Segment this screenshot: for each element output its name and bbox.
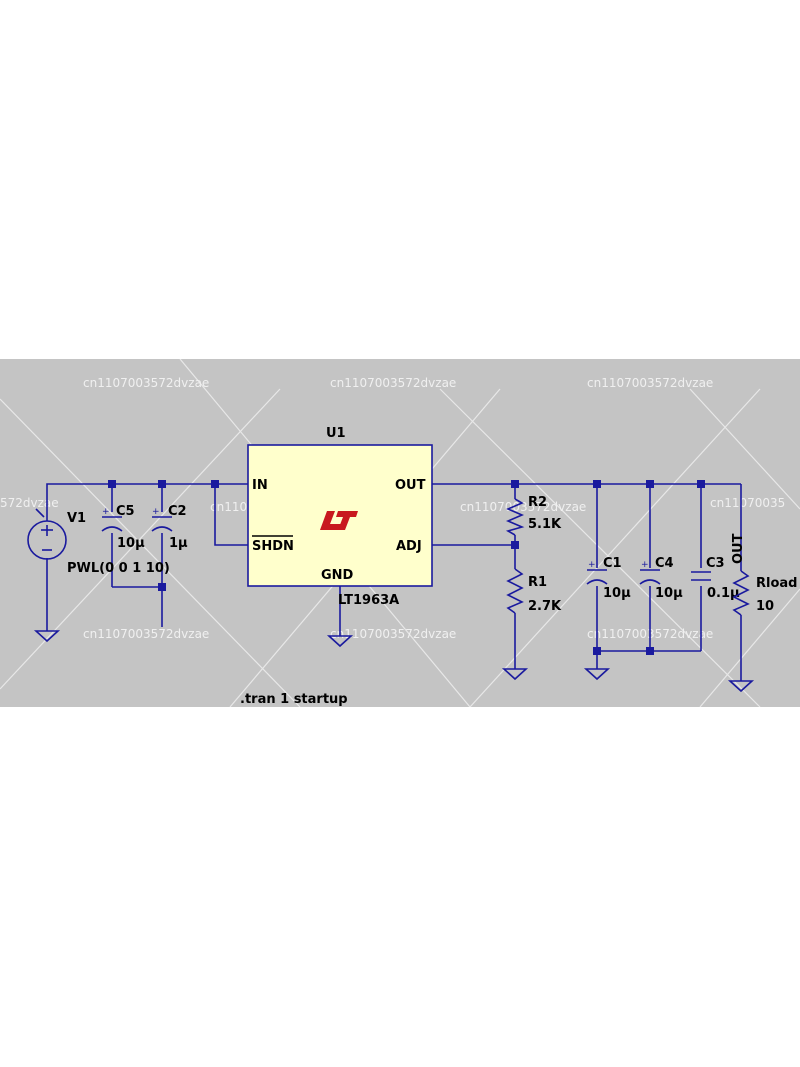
watermark-text: cn1107003572dvzae (83, 627, 209, 641)
junctions (108, 480, 705, 655)
watermarks: cn1107003572dvzae cn1107003572dvzae cn11… (0, 376, 785, 641)
c1-value-label: 10µ (603, 586, 631, 601)
svg-text:+: + (641, 560, 649, 570)
c2-ref-label: C2 (168, 504, 187, 519)
capacitor-c5: + C5 10µ (101, 504, 145, 551)
r2-value-label: 5.1K (528, 517, 562, 532)
pin-gnd-label: GND (321, 568, 354, 583)
c4-value-label: 10µ (655, 586, 683, 601)
net-label-out: OUT (731, 533, 746, 564)
pin-out-label: OUT (395, 478, 426, 493)
watermark-text-partial-right: cn11070035 (710, 496, 785, 510)
c2-value-label: 1µ (169, 536, 188, 551)
r2-ref-label: R2 (528, 495, 547, 510)
ground-icon (501, 668, 529, 681)
ground-icon (33, 630, 61, 643)
ground-icon (326, 635, 354, 648)
schematic-diagram: cn1107003572dvzae cn1107003572dvzae cn11… (0, 359, 800, 707)
capacitor-c1: + C1 10µ (586, 556, 631, 601)
c1-ref-label: C1 (603, 556, 622, 571)
resistor-rload: OUT Rload 10 (731, 533, 797, 616)
schematic-panel: cn1107003572dvzae cn1107003572dvzae cn11… (0, 359, 800, 707)
c5-value-label: 10µ (117, 536, 145, 551)
spice-directive: .tran 1 startup (240, 692, 348, 707)
svg-text:+: + (102, 507, 110, 517)
c4-ref-label: C4 (655, 556, 674, 571)
capacitor-c3: C3 0.1µ (691, 556, 740, 601)
voltage-source-v1: V1 PWL(0 0 1 10) (27, 508, 170, 576)
watermark-text: cn1107003572dvzae (460, 500, 586, 514)
svg-text:+: + (588, 560, 596, 570)
c3-value-label: 0.1µ (707, 586, 740, 601)
watermark-text: cn1107003572dvzae (587, 376, 713, 390)
ic-u1: U1 IN SHDN OUT ADJ GND LT1963A (247, 426, 433, 608)
c5-ref-label: C5 (116, 504, 135, 519)
r1-value-label: 2.7K (528, 599, 562, 614)
watermark-text-partial-left: 572dvzae (0, 496, 59, 510)
capacitor-c4: + C4 10µ (639, 556, 683, 601)
ground-symbols (33, 630, 755, 693)
pin-adj-label: ADJ (396, 539, 422, 554)
resistor-r2: R2 5.1K (505, 495, 562, 536)
watermark-text: cn1107003572dvzae (330, 627, 456, 641)
ic-ref-label: U1 (326, 426, 346, 441)
linear-technology-logo-icon (320, 511, 358, 530)
r1-ref-label: R1 (528, 575, 547, 590)
v1-ref-label: V1 (67, 511, 86, 526)
rload-value-label: 10 (756, 599, 774, 614)
capacitor-c2: + C2 1µ (151, 504, 188, 551)
rload-ref-label: Rload (756, 576, 797, 591)
watermark-text: cn1107003572dvzae (330, 376, 456, 390)
pin-in-label: IN (252, 478, 268, 493)
pin-shdn-label: SHDN (252, 539, 294, 554)
wires (46, 483, 742, 681)
ground-icon (727, 680, 755, 693)
watermark-text: cn1107003572dvzae (83, 376, 209, 390)
svg-text:+: + (152, 507, 160, 517)
c3-ref-label: C3 (706, 556, 725, 571)
resistor-r1: R1 2.7K (506, 568, 562, 614)
ic-part-label: LT1963A (338, 593, 399, 608)
ground-icon (583, 668, 611, 681)
v1-value-label: PWL(0 0 1 10) (67, 561, 170, 576)
